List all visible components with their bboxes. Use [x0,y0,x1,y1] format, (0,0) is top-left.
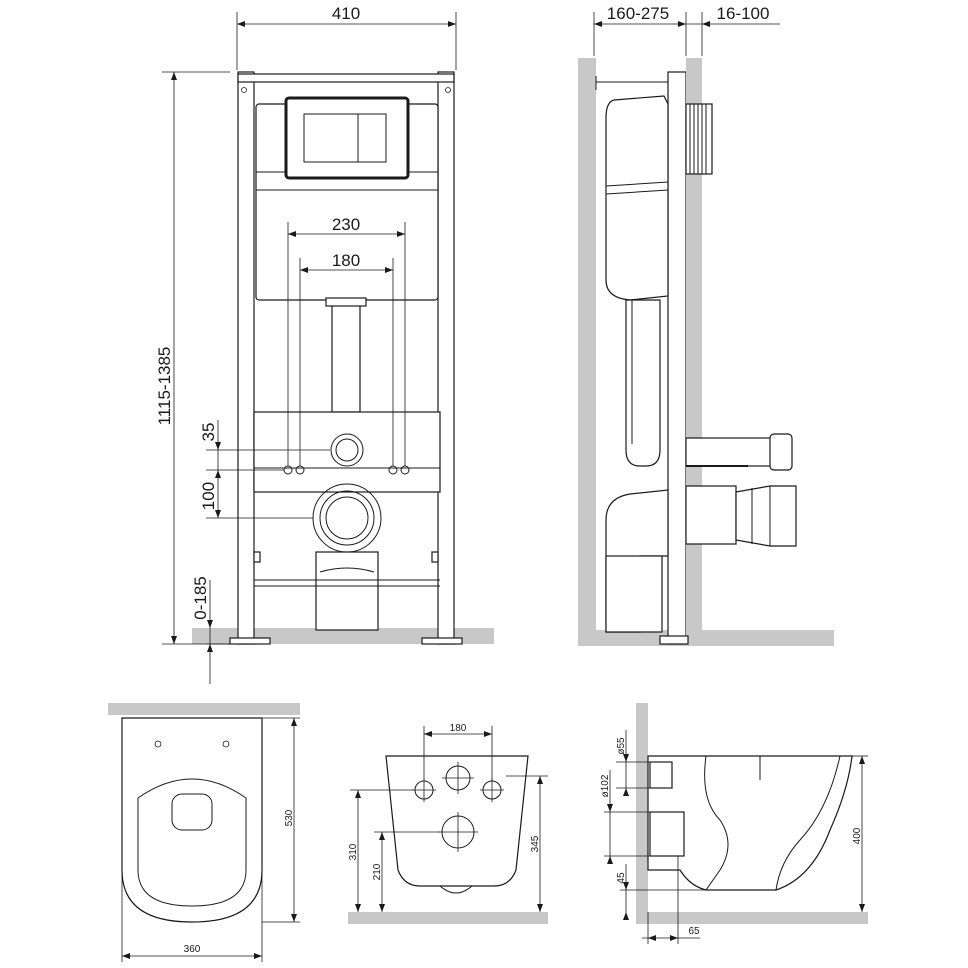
hole-spacing-inner-label: 180 [332,251,360,270]
front-view: 410 [155,4,494,684]
height-range-label: 1115-1385 [155,347,174,426]
bowl-side-outline [647,755,853,891]
bowl-top-view: 530 360 [108,703,300,962]
outlet-diameter-label: ø102 [600,774,611,797]
side-floor [578,630,834,646]
inlet-diameter-label: ø55 [616,737,627,755]
left-post [237,71,255,645]
offset-65-label: 65 [688,926,700,937]
bowl-height-45-label: 45 [616,872,627,884]
bowl-side-view: ø55 ø102 45 400 65 [600,703,868,944]
offset-100-label: 100 [199,482,218,510]
bowl-back-outline [385,755,529,887]
frame-width-label: 410 [332,4,360,23]
depth-range-label: 160-275 [607,4,669,23]
back-hole-spacing-label: 180 [450,723,467,734]
bowl-height-400-label: 400 [852,827,863,844]
wall-range-label: 16-100 [717,4,770,23]
hole-spacing-outer-label: 230 [332,215,360,234]
back-height-345-label: 345 [530,835,541,852]
flush-plate [284,96,410,180]
right-post [437,71,455,645]
side-cistern [605,95,669,301]
side-view: 160-275 16-100 [578,4,834,646]
side-wall [578,58,596,644]
bowl-outline [121,717,263,923]
bowl-length-label: 530 [284,809,295,826]
back-height-210-label: 210 [372,863,383,880]
back-height-310-label: 310 [348,843,359,860]
floor-gap-label: 0-185 [191,576,210,619]
offset-35-label: 35 [199,423,218,442]
bowl-back-view: 180 310 210 345 [348,723,548,924]
bowl-width-label: 360 [184,944,201,955]
